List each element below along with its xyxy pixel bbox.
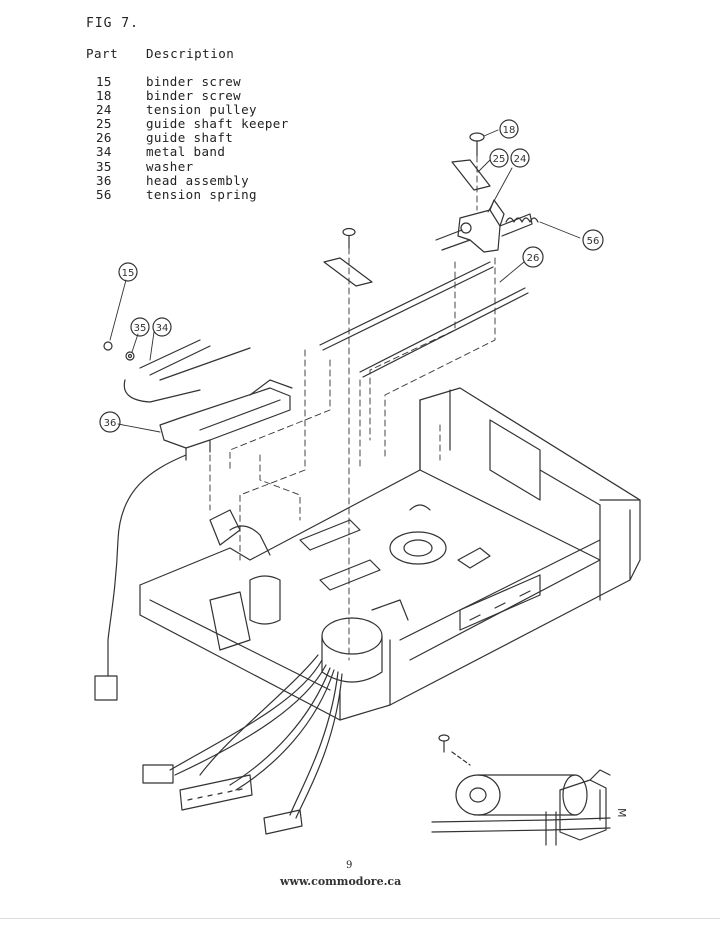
callout-25-top: 25 bbox=[489, 148, 509, 168]
part-description: tension spring bbox=[146, 186, 257, 202]
callout-25-top-label: 25 bbox=[493, 154, 506, 165]
part-number: 26 bbox=[96, 130, 112, 146]
callout-56: 56 bbox=[582, 229, 604, 251]
callout-18-label: 18 bbox=[503, 125, 516, 136]
callout-26-label: 26 bbox=[527, 253, 540, 264]
parts-row: 36 head assembly bbox=[96, 172, 289, 188]
part-description: tension pulley bbox=[146, 102, 257, 118]
binder-screw-15-drawing bbox=[342, 227, 356, 249]
callout-24-label: 24 bbox=[514, 154, 527, 165]
wiring-harness-drawing bbox=[142, 654, 343, 835]
parts-row: 18 binder screw bbox=[96, 88, 289, 104]
part-description: head assembly bbox=[146, 172, 250, 188]
inset-label-m: M bbox=[615, 808, 628, 818]
callout-18: 18 bbox=[499, 119, 519, 139]
callout-15: 15 bbox=[118, 262, 138, 282]
guide-shaft-keeper-top-drawing bbox=[451, 159, 491, 191]
motor-drawing bbox=[321, 599, 409, 683]
part-number: 56 bbox=[96, 186, 112, 202]
callout-15-label: 15 bbox=[122, 268, 135, 279]
head-assembly-36-drawing bbox=[159, 379, 293, 461]
callout-34-label: 34 bbox=[156, 323, 169, 334]
callout-26: 26 bbox=[522, 246, 544, 268]
part-number: 35 bbox=[96, 158, 112, 174]
binder-screw-18-drawing bbox=[469, 132, 485, 157]
callout-35-label: 35 bbox=[134, 323, 147, 334]
part-description: binder screw bbox=[146, 88, 242, 104]
part-number: 36 bbox=[96, 172, 112, 188]
parts-row: 35 washer bbox=[96, 158, 289, 174]
part-column-header: Part bbox=[86, 46, 119, 61]
part-number: 15 bbox=[96, 74, 112, 89]
part-number: 34 bbox=[96, 144, 112, 160]
part-description: guide shaft keeper bbox=[146, 116, 289, 132]
figure-title: FIG 7. bbox=[86, 16, 139, 31]
tension-spring-56-drawing bbox=[505, 217, 539, 223]
description-column-header: Description bbox=[146, 46, 235, 61]
callout-leader-lines bbox=[109, 129, 581, 433]
parts-row: 25 guide shaft keeper bbox=[96, 117, 289, 131]
callout-24: 24 bbox=[510, 148, 530, 168]
explosion-guide-lines bbox=[209, 155, 496, 661]
tension-pulley-assembly-drawing bbox=[435, 199, 533, 253]
metal-band-34-drawing bbox=[123, 339, 251, 403]
capstan-belt-inset-drawing: M bbox=[431, 734, 628, 846]
page-bottom-rule bbox=[0, 918, 720, 919]
parts-row: 15 binder screw bbox=[96, 74, 289, 89]
drive-chassis-drawing bbox=[139, 387, 641, 721]
part-number: 24 bbox=[96, 102, 112, 118]
guide-shaft-26-drawing bbox=[319, 261, 529, 378]
parts-row: 26 guide shaft bbox=[96, 131, 289, 145]
part-number: 18 bbox=[96, 88, 112, 104]
parts-row: 56 tension spring bbox=[96, 186, 289, 202]
callout-56-label: 56 bbox=[587, 236, 600, 247]
callout-36: 36 bbox=[99, 411, 121, 433]
website-watermark: www.commodore.ca bbox=[280, 875, 402, 888]
part-description: metal band bbox=[146, 144, 226, 160]
part-description: guide shaft bbox=[146, 130, 234, 146]
parts-row: 34 metal band bbox=[96, 145, 289, 159]
callout-35: 35 bbox=[130, 317, 150, 337]
callout-34: 34 bbox=[152, 317, 172, 337]
part-description: binder screw bbox=[146, 74, 242, 89]
parts-list: 15 binder screw 18 binder screw 24 tension … bbox=[96, 74, 289, 202]
head-cable-drawing bbox=[94, 454, 187, 701]
part-number: 25 bbox=[96, 116, 112, 132]
callout-36-label: 36 bbox=[104, 418, 117, 429]
parts-table-header: Part Description bbox=[86, 46, 234, 61]
left-screw-and-washer-drawing bbox=[103, 341, 135, 361]
part-description: washer bbox=[146, 158, 194, 174]
parts-row: 24 tension pulley bbox=[96, 103, 289, 117]
guide-shaft-keeper-middle-drawing bbox=[323, 257, 373, 287]
page-number: 9 bbox=[346, 860, 353, 871]
